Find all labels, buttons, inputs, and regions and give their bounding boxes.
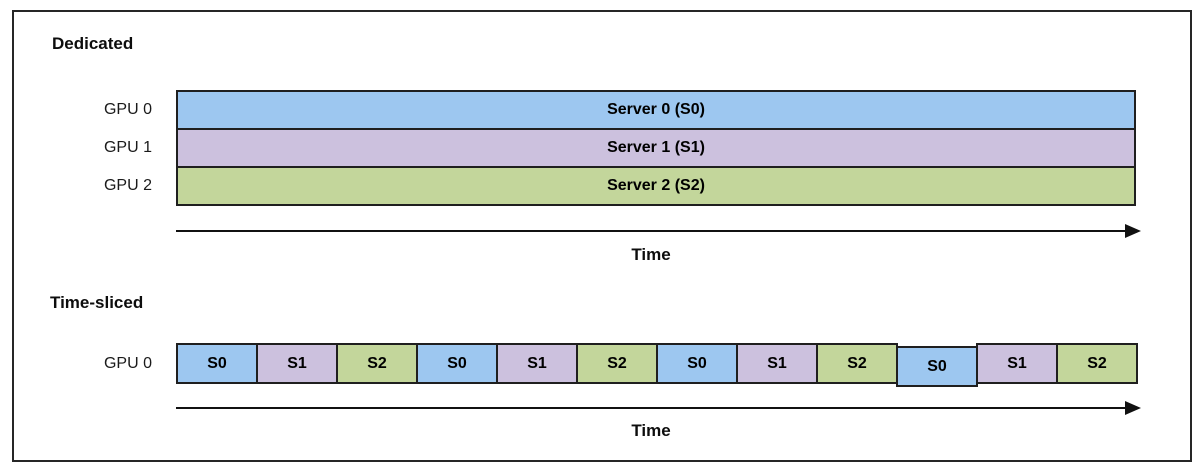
time-slice-segment: S0 xyxy=(656,343,738,384)
time-slice-segment: S1 xyxy=(976,343,1058,384)
dedicated-bars: Server 0 (S0) Server 1 (S1) Server 2 (S2… xyxy=(176,90,1136,206)
time-slice-segment: S1 xyxy=(736,343,818,384)
dedicated-gpu1-label: GPU 1 xyxy=(103,139,152,156)
time-slice-segment: S1 xyxy=(496,343,578,384)
dedicated-gpu0-label: GPU 0 xyxy=(103,101,152,118)
dedicated-time-axis-label: Time xyxy=(631,245,671,264)
time-sliced-time-axis-label: Time xyxy=(631,421,671,440)
time-slice-segment: S2 xyxy=(336,343,418,384)
dedicated-section-title: Dedicated xyxy=(52,34,134,53)
time-slice-segment: S2 xyxy=(576,343,658,384)
time-sliced-row: S0 S1 S2 S0 S1 S2 S0 S1 S2 S0 S1 S2 xyxy=(176,343,1138,387)
time-slice-segment: S1 xyxy=(256,343,338,384)
dedicated-gpu2-label: GPU 2 xyxy=(103,177,152,194)
time-sliced-gpu0-label: GPU 0 xyxy=(103,355,152,372)
diagram-frame: Dedicated GPU 0 GPU 1 GPU 2 Server 0 (S0… xyxy=(12,10,1192,462)
time-slice-segment: S2 xyxy=(1056,343,1138,384)
dedicated-time-arrow xyxy=(176,224,1141,238)
time-slice-segment: S2 xyxy=(816,343,898,384)
time-slice-segment: S0 xyxy=(416,343,498,384)
time-slice-segment: S0 xyxy=(896,346,978,387)
time-sliced-section-title: Time-sliced xyxy=(50,293,144,312)
time-sliced-time-arrow xyxy=(176,401,1141,415)
server1-bar: Server 1 (S1) xyxy=(176,128,1136,168)
time-slice-segment: S0 xyxy=(176,343,258,384)
server0-bar: Server 0 (S0) xyxy=(176,90,1136,130)
server2-bar: Server 2 (S2) xyxy=(176,166,1136,206)
